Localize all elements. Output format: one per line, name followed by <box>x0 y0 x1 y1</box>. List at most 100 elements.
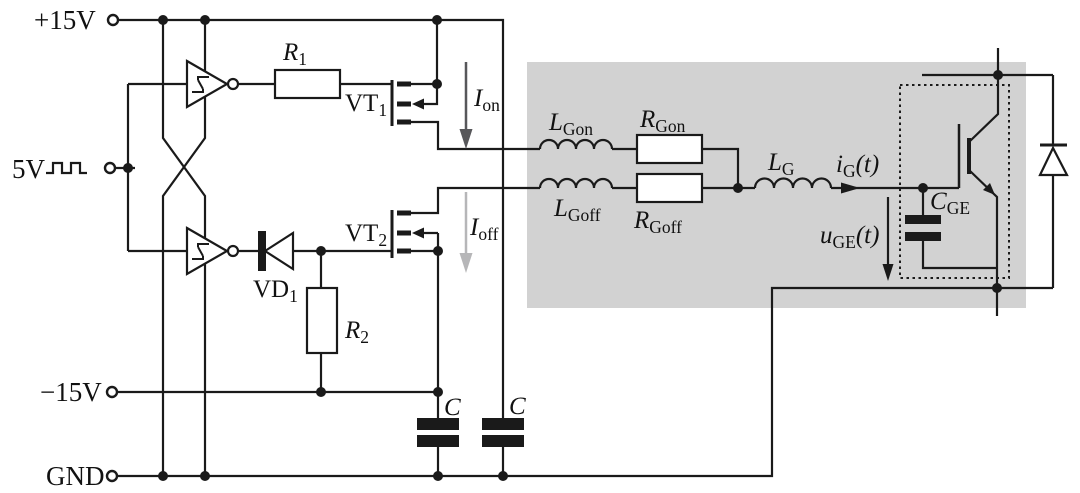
label-vt1: VT1 <box>345 90 387 120</box>
label-ig: iG(t) <box>836 151 879 181</box>
junction-dot <box>200 471 210 481</box>
label-vt2: VT2 <box>345 220 387 250</box>
resistor-r1 <box>273 68 342 100</box>
inverter-bubble <box>226 77 240 91</box>
gate-loop-shaded-region <box>527 62 1026 308</box>
inductor-lgoff <box>538 177 614 189</box>
arrow-head <box>459 253 473 273</box>
channel-tick <box>397 81 411 87</box>
gate-path-wires <box>612 147 997 270</box>
decoupling-capacitor-c1 <box>417 418 459 447</box>
mosfet-vt1 <box>390 80 424 126</box>
junction-dot <box>433 246 443 256</box>
junction-dot <box>432 79 442 89</box>
resistor-r2 <box>305 286 339 355</box>
channel-tick <box>397 101 411 107</box>
freewheel-diode <box>1038 143 1069 177</box>
resistor-rgon <box>635 133 704 165</box>
capacitor-plate <box>417 435 459 447</box>
label-5v: 5V <box>12 154 46 184</box>
label-rgoff: RGoff <box>633 207 682 237</box>
schmitt-inverter-1 <box>185 59 240 109</box>
label-r1: R1 <box>282 39 307 69</box>
inductor-lg <box>753 177 833 189</box>
terminal-gnd <box>105 469 119 483</box>
label-c2: C <box>509 393 526 420</box>
junction-dot <box>123 163 133 173</box>
label-ioff: Ioff <box>469 214 499 244</box>
label-r2: R2 <box>344 317 369 347</box>
capacitor-plate <box>482 435 524 447</box>
decoupling-capacitor-c2 <box>482 418 524 447</box>
resistor-rgoff <box>635 172 704 204</box>
wiring <box>115 18 1055 478</box>
inverter-bubble <box>226 244 240 258</box>
capacitor-cge <box>905 215 941 241</box>
junction-dot <box>993 70 1003 80</box>
junction-dot <box>316 246 326 256</box>
junction-dot <box>733 183 743 193</box>
igbt-wires <box>922 48 1053 316</box>
channel-tick <box>397 248 411 254</box>
label-lgoff: LGoff <box>553 195 601 225</box>
channel-tick <box>397 230 411 236</box>
hysteresis-icon <box>192 76 209 93</box>
bulk-arrow-icon <box>412 227 424 239</box>
inverter-triangle <box>185 226 230 276</box>
terminal-minus15v <box>105 385 119 399</box>
junction-dot <box>433 387 443 397</box>
junction-dot <box>918 183 928 193</box>
capacitor-plate <box>417 418 459 430</box>
igbt-symbol <box>957 124 995 195</box>
label-gnd: GND <box>46 461 105 491</box>
label-c1: C <box>444 394 461 421</box>
channel-tick <box>397 119 411 125</box>
schmitt-inverter-2 <box>185 226 240 276</box>
igbt-module-dotted-box <box>899 84 1010 279</box>
ioff-current-arrow <box>459 192 473 273</box>
junction-dot <box>992 283 1002 293</box>
label-rgon: RGon <box>639 106 686 136</box>
diode-triangle <box>1038 145 1069 177</box>
cathode-bar <box>258 231 266 271</box>
inductor-lgon <box>538 138 614 150</box>
channel-tick <box>397 210 411 216</box>
ion-current-arrow <box>459 62 473 149</box>
label-ion: Ion <box>473 85 500 115</box>
capacitor-plate <box>482 418 524 430</box>
label-lg: LG <box>767 149 795 179</box>
label-minus15v: −15V <box>40 377 102 407</box>
bulk-arrow-icon <box>412 98 424 110</box>
uge-voltage-arrow <box>882 197 894 281</box>
arrow-head <box>882 264 894 281</box>
label-lgon: LGon <box>548 109 593 139</box>
junction-dot <box>158 471 168 481</box>
hysteresis-icon <box>192 243 209 260</box>
junction-dots <box>123 15 1003 481</box>
capacitor-plate <box>905 215 941 224</box>
junction-dot <box>498 471 508 481</box>
square-wave-icon <box>46 161 87 175</box>
terminal-plus15v <box>106 13 120 27</box>
arrow-head <box>459 129 473 149</box>
mosfet-vt2 <box>390 210 424 258</box>
junction-dot <box>432 15 442 25</box>
emitter-arrow-icon <box>983 183 995 195</box>
ground-rail-wire <box>117 286 1053 478</box>
diode-vd1 <box>258 230 295 272</box>
junction-dot <box>433 471 443 481</box>
junction-dot <box>200 15 210 25</box>
diode-triangle <box>262 230 295 272</box>
label-vd1: VD1 <box>253 276 298 306</box>
vt2-wires <box>411 186 540 476</box>
ig-current-arrow-head <box>841 182 860 194</box>
terminal-5v-input <box>103 161 117 175</box>
inverter-triangle <box>185 59 230 109</box>
label-plus15v: +15V <box>34 5 96 35</box>
label-uge: uGE(t) <box>820 222 879 252</box>
junction-dot <box>316 387 326 397</box>
label-cge: CGE <box>930 188 970 218</box>
junction-dot <box>158 15 168 25</box>
